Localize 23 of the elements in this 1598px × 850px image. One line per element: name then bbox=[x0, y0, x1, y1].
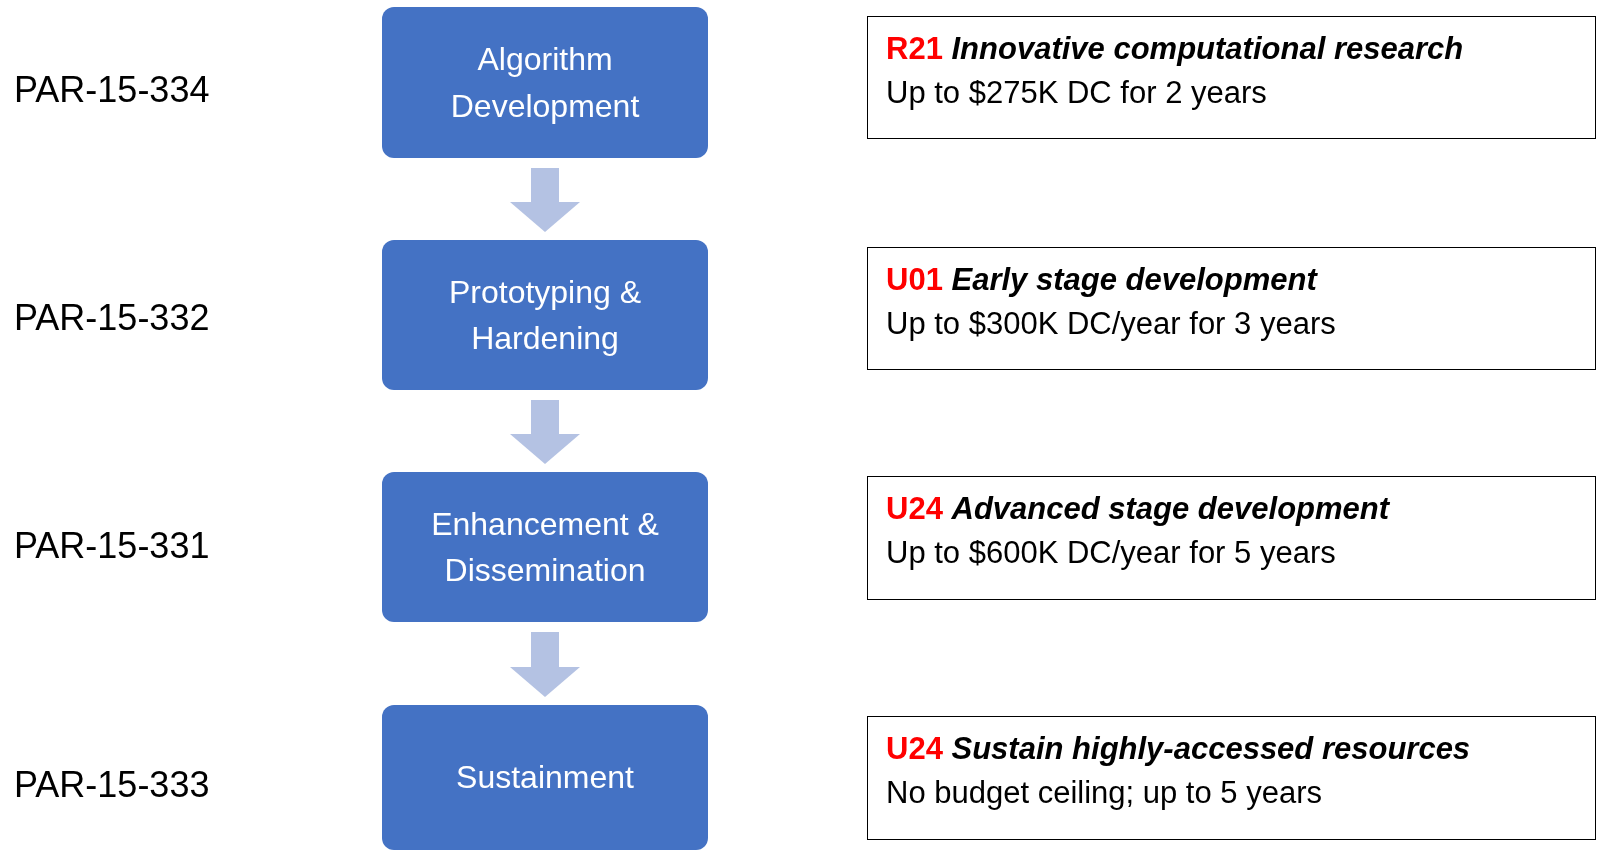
program-code: PAR-15-333 bbox=[14, 764, 210, 806]
funding-card bbox=[867, 716, 1596, 840]
block-arrow bbox=[510, 168, 580, 232]
grant-terms: Up to $300K DC/year for 3 years bbox=[886, 306, 1337, 342]
funding-card bbox=[867, 476, 1596, 600]
grant-heading: U01 Early stage development bbox=[886, 262, 1319, 298]
grant-terms: Up to $600K DC/year for 5 years bbox=[886, 535, 1337, 571]
grant-heading: R21 Innovative computational research bbox=[886, 31, 1465, 67]
stage-box: Sustainment bbox=[382, 705, 708, 850]
block-arrow bbox=[510, 632, 580, 697]
funding-card bbox=[867, 247, 1596, 370]
program-code: PAR-15-331 bbox=[14, 525, 210, 567]
program-code: PAR-15-334 bbox=[14, 69, 210, 111]
block-arrow bbox=[510, 400, 580, 464]
grant-terms: Up to $275K DC for 2 years bbox=[886, 75, 1268, 111]
program-code: PAR-15-332 bbox=[14, 297, 210, 339]
stage-box: Prototyping & Hardening bbox=[382, 240, 708, 390]
stage-box: Enhancement & Dissemination bbox=[382, 472, 708, 622]
stage-box: Algorithm Development bbox=[382, 7, 708, 158]
grant-heading: U24 Sustain highly-accessed resources bbox=[886, 731, 1472, 767]
funding-card bbox=[867, 16, 1596, 139]
grant-terms: No budget ceiling; up to 5 years bbox=[886, 775, 1323, 811]
grant-heading: U24 Advanced stage development bbox=[886, 491, 1391, 527]
